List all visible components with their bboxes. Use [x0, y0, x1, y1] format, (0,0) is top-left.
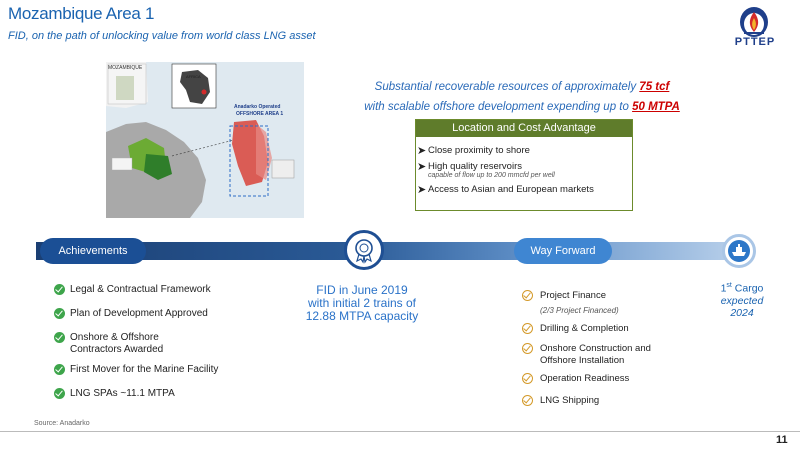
map-illustration [106, 62, 304, 218]
first-cargo-milestone [722, 234, 756, 268]
arrow-bullet-icon: ➤ [417, 161, 427, 173]
check-circle-icon [54, 364, 65, 375]
way-forward-item: Operation Readiness [522, 373, 722, 395]
way-forward-item: Onshore Construction and Offshore Instal… [522, 343, 668, 373]
arrow-bullet-icon: ➤ [417, 145, 427, 157]
outline-check-icon [522, 373, 533, 384]
cargo-year: 2024 [730, 306, 754, 319]
page-subtitle: FID, on the path of unlocking value from… [8, 30, 316, 42]
cargo-label: Cargo [734, 282, 764, 295]
way-forward-item: Drilling & Completion [522, 323, 722, 343]
resources-statement: Substantial recoverable resources of app… [352, 77, 692, 117]
first-cargo-text: 1st Cargo expected 2024 [712, 280, 772, 319]
achievement-item: LNG SPAs ~11.1 MTPA [54, 388, 284, 412]
advantage-heading: Location and Cost Advantage [416, 120, 632, 137]
cargo-expected: expected [720, 294, 764, 307]
cargo-ordinal: 1 [720, 282, 727, 295]
page-number: 11 [776, 434, 788, 446]
check-circle-icon [54, 284, 65, 295]
map-area-label-1: Anadarko Operated [234, 104, 281, 110]
achievement-item: Onshore & Offshore Contractors Awarded [54, 332, 180, 364]
fid-milestone [344, 230, 384, 270]
fid-statement: FID in June 2019 with initial 2 trains o… [290, 284, 434, 323]
way-forward-item: Project Finance (2/3 Project Financed) [522, 290, 722, 323]
resources-mtpa-value: 50 MTPA [632, 101, 680, 113]
map-area-label-2: OFFSHORE AREA 1 [236, 111, 284, 117]
outline-check-icon [522, 343, 533, 354]
outline-check-icon [522, 323, 533, 334]
advantage-item: ➤ High quality reservoirs capable of flo… [416, 161, 632, 179]
achievement-item: Plan of Development Approved [54, 308, 284, 332]
resources-tcf-value: 75 tcf [639, 81, 670, 93]
achievement-item: First Mover for the Marine Facility [54, 364, 284, 388]
advantage-item-sub: capable of flow up to 200 mmcfd per well [428, 172, 555, 179]
footer-divider [0, 431, 800, 432]
page-title: Mozambique Area 1 [8, 4, 155, 23]
fid-line-2: with initial 2 trains of [307, 296, 417, 310]
advantage-item: ➤ Access to Asian and European markets [417, 184, 594, 196]
fid-line-3: 12.88 MTPA capacity [305, 309, 419, 323]
check-circle-icon [54, 332, 65, 343]
award-ribbon-icon [355, 239, 373, 264]
way-forward-item-sub: (2/3 Project Financed) [540, 306, 619, 315]
fid-line-1: FID in June 2019 [316, 283, 408, 297]
cargo-ordinal-suffix: st [726, 282, 732, 289]
outline-check-icon [522, 395, 533, 406]
resources-line1-text: Substantial recoverable resources of app… [374, 81, 640, 93]
pttep-logo-icon [740, 7, 768, 37]
source-note: Source: Anadarko [34, 420, 90, 427]
map-country-label: MOZAMBIQUE [108, 65, 143, 71]
arrow-bullet-icon: ➤ [417, 184, 427, 196]
map-inset-label: AFRICA [186, 74, 201, 79]
offshore-area-map: MOZAMBIQUE AFRICA Anadarko Operated OFFS… [106, 62, 304, 218]
way-forward-item: LNG Shipping [522, 395, 722, 415]
achievements-pill: Achievements [40, 238, 146, 264]
way-forward-pill: Way Forward [514, 238, 612, 264]
achievement-item: Legal & Contractual Framework [54, 284, 284, 308]
outline-check-icon [522, 290, 533, 301]
advantage-box: Location and Cost Advantage ➤ Close prox… [415, 119, 633, 211]
advantage-item: ➤ Close proximity to shore [417, 145, 530, 157]
ship-icon [728, 240, 750, 262]
way-forward-list: Project Finance (2/3 Project Financed) D… [522, 290, 722, 415]
check-circle-icon [54, 388, 65, 399]
resources-line2-text: with scalable offshore development expen… [364, 101, 633, 113]
logo-wordmark: PTTEP [734, 36, 776, 48]
achievements-list: Legal & Contractual Framework Plan of De… [54, 284, 284, 412]
check-circle-icon [54, 308, 65, 319]
